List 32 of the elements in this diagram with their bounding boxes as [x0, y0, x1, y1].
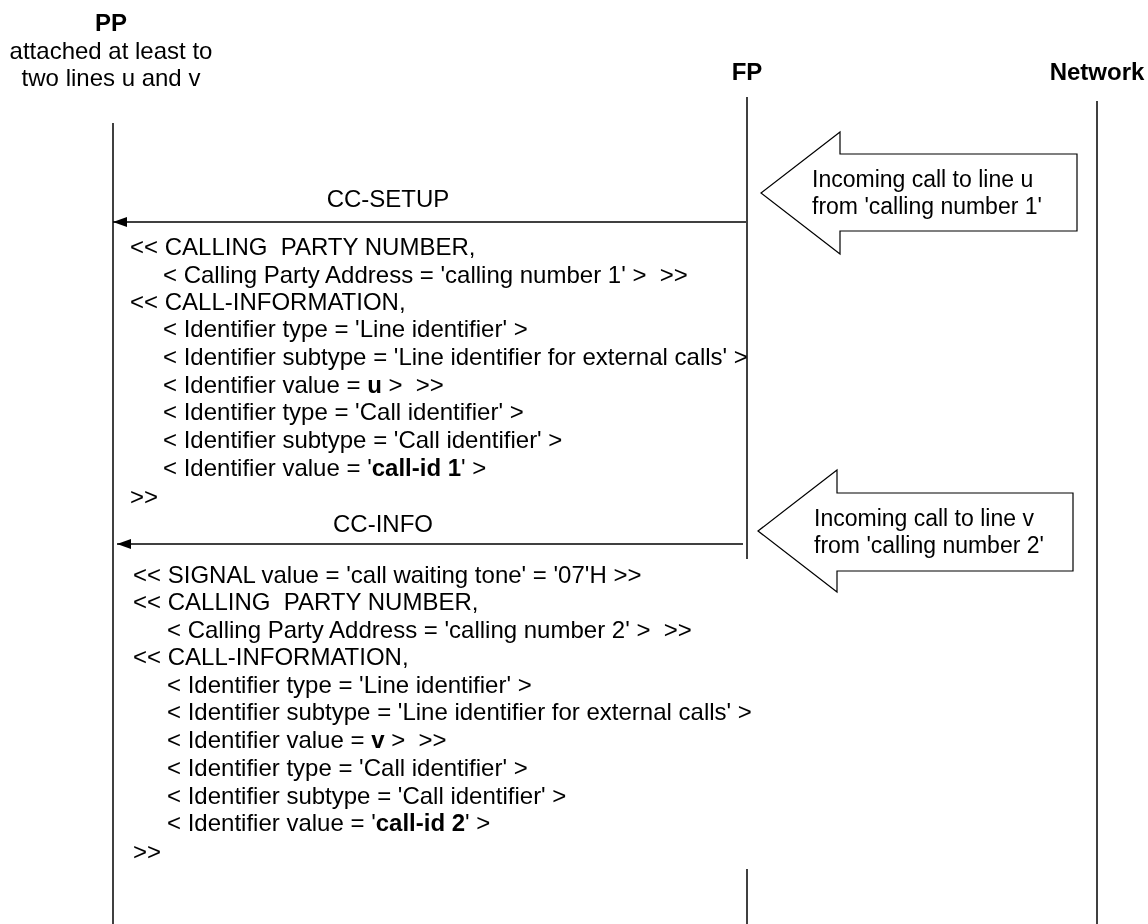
- message-arrow: [116, 539, 744, 549]
- participant-name: FP: [731, 58, 763, 86]
- message-parameter: << CALL-INFORMATION,: [133, 643, 409, 671]
- participant-name: PP: [95, 9, 127, 37]
- message-label: CC-SETUP: [326, 185, 450, 213]
- message-parameter: < Identifier subtype = 'Call identifier' >: [163, 426, 563, 454]
- participant-note: attached at least to two lines u and v: [8, 37, 214, 91]
- block-arrow: [760, 130, 1078, 256]
- message-parameter: << SIGNAL value = 'call waiting tone' = '07'H >>: [133, 561, 642, 589]
- message-parameter: < Identifier type = 'Call identifier' >: [167, 754, 528, 782]
- message-parameter: >>: [130, 483, 159, 511]
- message-parameter: < Identifier value = v > >>: [167, 726, 447, 754]
- message-parameter: < Identifier value = 'call-id 1' >: [163, 454, 487, 482]
- message-parameter: < Identifier type = 'Line identifier' >: [167, 671, 532, 699]
- message-parameter: < Calling Party Address = 'calling number 1' > >>: [163, 261, 688, 289]
- message-parameter: < Identifier type = 'Call identifier' >: [163, 398, 524, 426]
- message-parameter: < Identifier value = 'call-id 2' >: [167, 809, 491, 837]
- message-parameter: << CALL-INFORMATION,: [130, 288, 406, 316]
- message-parameter: < Identifier type = 'Line identifier' >: [163, 315, 528, 343]
- edge-label: Incoming call to line v from 'calling number 2': [814, 505, 1045, 559]
- message-parameter: < Identifier subtype = 'Line identifier for external calls' >: [167, 698, 752, 726]
- edge-label: Incoming call to line u from 'calling number 1': [812, 165, 1043, 220]
- message-parameter: < Identifier subtype = 'Call identifier' >: [167, 782, 567, 810]
- message-parameter: < Identifier value = u > >>: [163, 371, 444, 399]
- message-arrow: [112, 217, 747, 227]
- message-label: CC-INFO: [333, 510, 433, 538]
- block-arrow: [757, 468, 1074, 594]
- participant-name: Network: [1049, 58, 1145, 86]
- message-parameter: << CALLING PARTY NUMBER,: [130, 233, 476, 261]
- message-parameter: << CALLING PARTY NUMBER,: [133, 588, 479, 616]
- message-parameter: < Calling Party Address = 'calling number 2' > >>: [167, 616, 692, 644]
- message-parameter: >>: [133, 838, 162, 866]
